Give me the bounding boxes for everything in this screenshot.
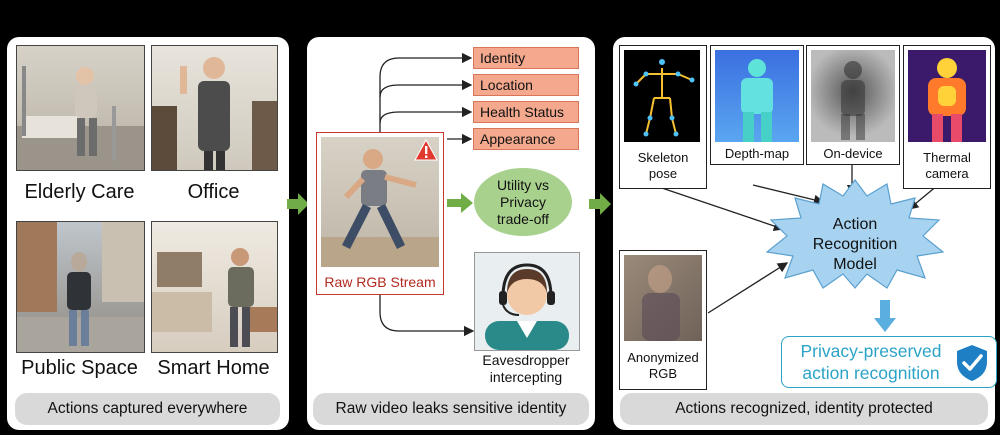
green-arrow-icon — [287, 193, 309, 215]
model-label: Action Recognition Model — [793, 215, 917, 275]
headset-person-icon — [485, 263, 569, 350]
depth-label: Depth-map — [724, 146, 790, 161]
thermal-label: Thermal camera — [904, 150, 990, 182]
footer-panel2: Raw video leaks sensitive identity — [313, 393, 589, 425]
modality-on-device: On-device — [806, 45, 900, 165]
smart-home-illustration — [152, 248, 277, 347]
scene-label-public-space: Public Space — [21, 357, 138, 379]
warning-icon — [414, 139, 438, 161]
anonymized-label: Anonymized RGB — [620, 350, 706, 382]
blurred-silhouette-icon — [841, 61, 865, 140]
eavesdropper-line-1: Eavesdropper — [482, 352, 570, 368]
green-arrow-icon — [589, 193, 611, 215]
public-space-illustration — [17, 222, 144, 352]
eavesdropper-line-2: intercepting — [489, 369, 563, 385]
model-line-1: Action — [832, 216, 878, 233]
skeleton-pose-icon — [633, 59, 695, 137]
thermal-label-line-2: camera — [925, 166, 969, 181]
tradeoff-ellipse: Utility vs Privacy trade-off — [474, 168, 572, 236]
depth-image — [715, 50, 799, 142]
green-arrow-icon — [447, 193, 473, 213]
skeleton-label: Skeleton pose — [620, 150, 706, 182]
thermal-silhouette-icon — [928, 58, 966, 142]
action-recognition-model-burst — [765, 179, 945, 289]
on-device-image — [811, 50, 895, 142]
thermal-label-line-1: Thermal — [923, 150, 971, 165]
photo-smart-home — [151, 221, 278, 353]
output-line-1: Privacy-preserved — [800, 341, 942, 361]
photo-elderly-care — [16, 45, 145, 171]
modality-depth-map: Depth-map — [710, 45, 804, 165]
depth-silhouette-icon — [741, 59, 773, 142]
privacy-preserved-label: Privacy-preserved action recognition — [786, 340, 956, 384]
skeleton-image — [624, 50, 700, 142]
thermal-image — [908, 50, 986, 142]
footer-panel3: Actions recognized, identity protected — [620, 393, 988, 425]
tradeoff-line-1: Utility vs — [496, 176, 550, 193]
model-line-2: Recognition — [812, 236, 898, 253]
modality-anonymized-rgb: Anonymized RGB — [619, 250, 707, 390]
tradeoff-line-3: trade-off — [497, 210, 549, 227]
modality-skeleton: Skeleton pose — [619, 45, 707, 189]
scene-label-smart-home: Smart Home — [157, 357, 270, 379]
scene-label-elderly-care: Elderly Care — [24, 181, 135, 203]
leak-appearance: Appearance — [473, 128, 579, 150]
anonymized-label-line-1: Anonymized — [627, 350, 699, 365]
model-connectors — [652, 165, 939, 314]
modality-thermal: Thermal camera — [903, 45, 991, 189]
anonymized-image — [624, 255, 702, 341]
eavesdropper-box — [474, 252, 580, 351]
blurred-person-icon — [642, 265, 680, 341]
on-device-label: On-device — [823, 146, 883, 161]
person-fighting-illustration — [321, 149, 439, 267]
leak-connectors — [379, 52, 475, 337]
anonymized-label-line-2: RGB — [648, 366, 678, 381]
photo-public-space — [16, 221, 145, 353]
leak-identity: Identity — [473, 47, 579, 69]
skeleton-label-line-2: pose — [648, 166, 678, 181]
tradeoff-line-2: Privacy — [500, 193, 546, 210]
down-arrow-icon — [874, 300, 896, 332]
elderly-care-illustration — [17, 66, 144, 170]
raw-rgb-stream-label: Raw RGB Stream — [324, 274, 436, 290]
model-line-3: Model — [833, 256, 877, 273]
office-illustration — [152, 57, 277, 170]
footer-panel1: Actions captured everywhere — [15, 393, 280, 425]
skeleton-label-line-1: Skeleton — [637, 150, 689, 165]
eavesdropper-label: Eavesdropper intercepting — [462, 352, 590, 386]
scene-label-office: Office — [187, 181, 240, 203]
leak-health-status: Health Status — [473, 101, 579, 123]
photo-office — [151, 45, 278, 171]
output-line-2: action recognition — [802, 363, 940, 383]
shield-check-icon — [957, 345, 987, 381]
leak-location: Location — [473, 74, 579, 96]
